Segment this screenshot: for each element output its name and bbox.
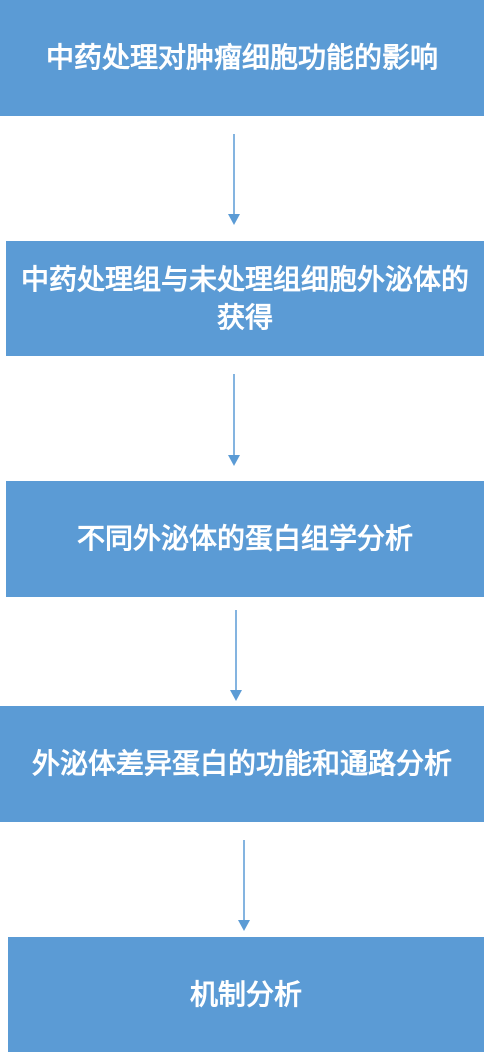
flow-step-2: 中药处理组与未处理组细胞外泌体的获得 (6, 241, 484, 356)
flow-step-5: 机制分析 (8, 937, 484, 1052)
flow-step-5-label: 机制分析 (189, 977, 302, 1011)
arrow-3-to-4 (230, 610, 242, 701)
arrow-2-to-3 (228, 374, 240, 466)
flow-step-1: 中药处理对肿瘤细胞功能的影响 (0, 0, 484, 116)
arrow-4-to-5 (238, 840, 250, 931)
flow-step-4: 外泌体差异蛋白的功能和通路分析 (0, 706, 484, 822)
arrow-1-to-2 (228, 134, 240, 225)
flow-step-2-label: 中药处理组与未处理组细胞外泌体的获得 (20, 262, 469, 334)
flow-step-3-label: 不同外泌体的蛋白组学分析 (76, 522, 413, 555)
flow-step-4-label: 外泌体差异蛋白的功能和通路分析 (31, 747, 452, 780)
flow-step-1-label: 中药处理对肿瘤细胞功能的影响 (45, 41, 438, 74)
flow-step-3: 不同外泌体的蛋白组学分析 (6, 481, 484, 597)
